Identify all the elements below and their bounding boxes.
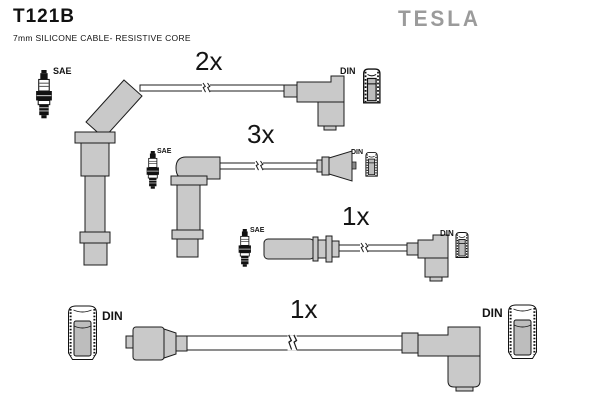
din-label-row4-right: DIN [482,306,503,320]
din-label-row1: DIN [340,66,356,76]
spark-plug-icon [35,69,53,119]
quantity-label-row2: 3x [247,119,275,149]
din-label-row4-left: DIN [102,309,123,323]
quantity-label-row1: 2x [195,46,223,76]
cable-break-mark [359,242,369,254]
product-subtitle: 7mm SILICONE CABLE- RESISTIVE CORE [13,33,191,43]
sae-label-row1: SAE [53,66,72,76]
din-terminal-icon [67,305,98,361]
cable-drawing-row4 [67,304,538,392]
sae-label-row2: SAE [157,148,172,155]
din-terminal-icon [365,151,378,177]
spark-plug-icon [146,150,160,190]
cable-drawing-row1 [35,68,381,266]
tesla-logo: TESLA [398,6,481,31]
sae-label-row3: SAE [250,227,265,234]
din-terminal-icon [362,68,381,104]
spark-plug-icon [238,228,252,268]
part-number: T121B [13,6,76,27]
cable-drawing-row3 [238,228,469,282]
din-terminal-icon [507,304,538,360]
cable-break-mark [201,82,211,94]
din-label-row2: DIN [351,149,364,156]
din-label-row3: DIN [440,229,454,238]
quantity-label-row3: 1x [342,201,370,231]
din-terminal-icon [455,231,469,259]
cable-break-mark [254,160,264,172]
quantity-label-row4: 1x [290,294,318,324]
cable-drawing-row2 [146,150,378,258]
cable-break-mark [286,334,298,352]
